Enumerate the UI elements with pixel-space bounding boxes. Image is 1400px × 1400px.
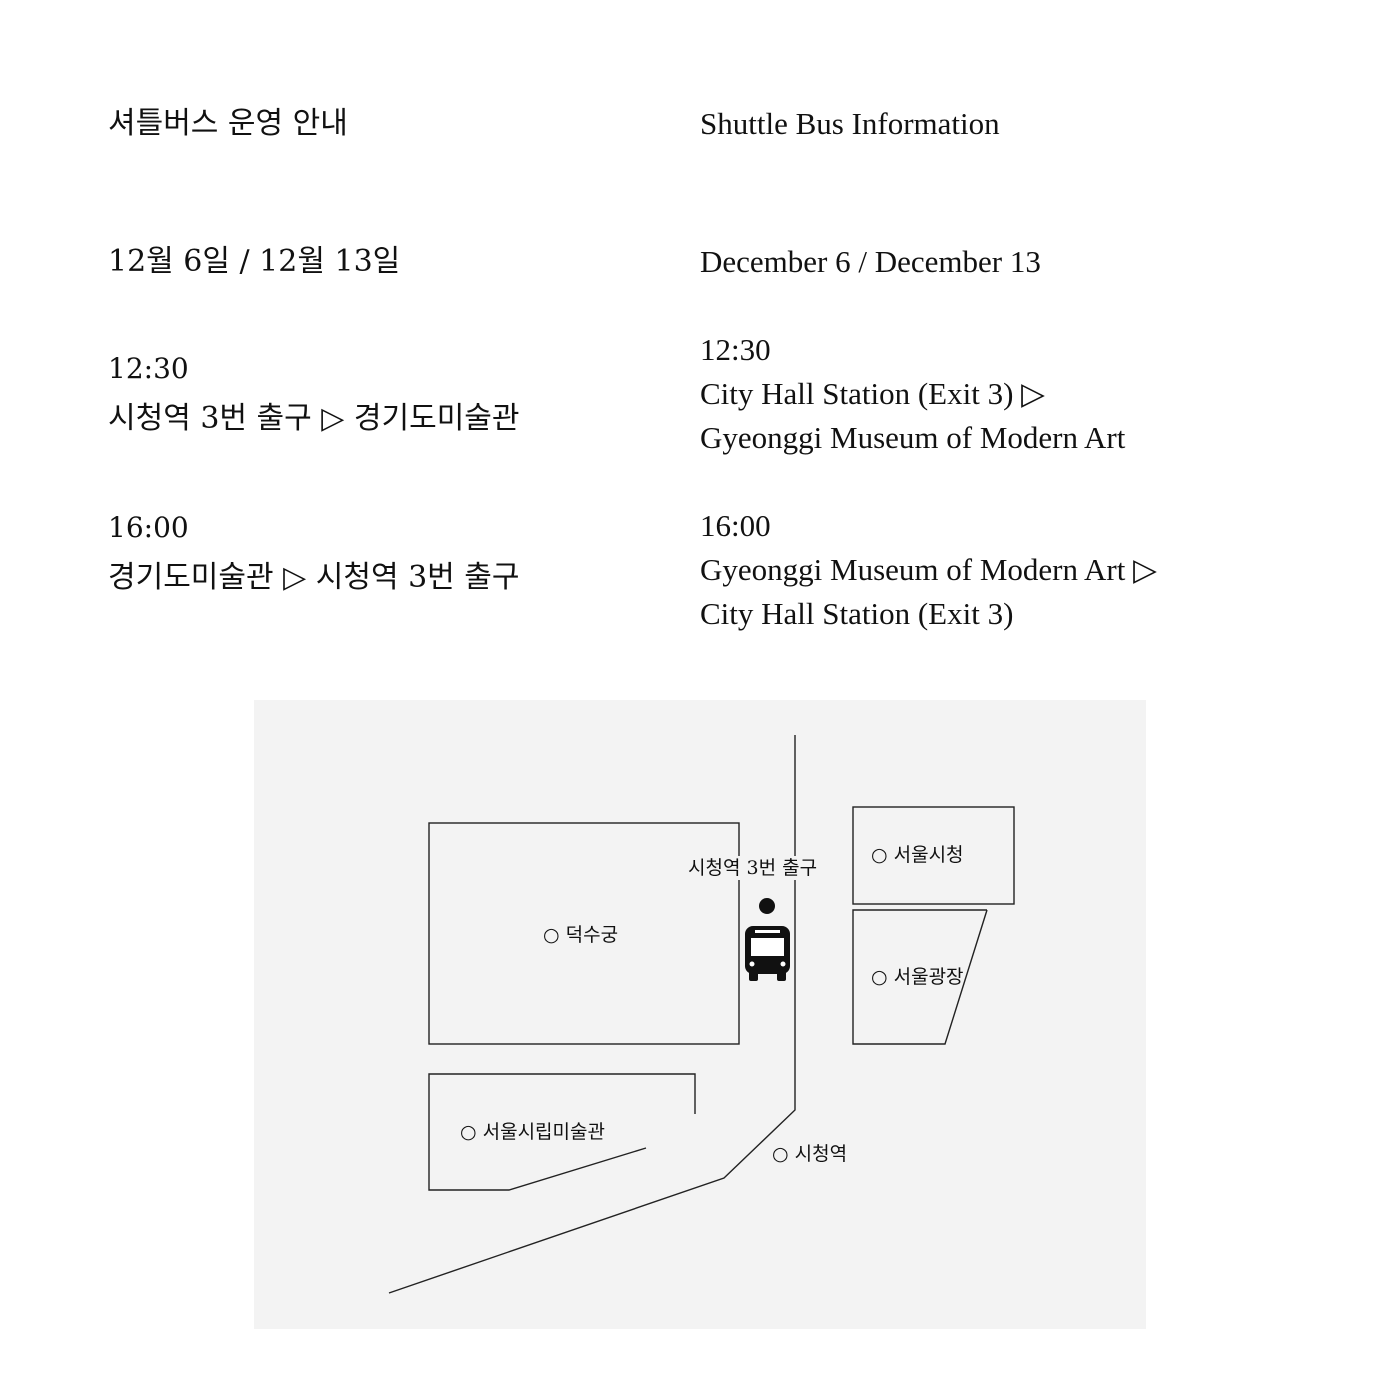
main-road	[388, 735, 796, 1294]
korean-trip2-route: 경기도미술관 ▷ 시청역 3번 출구	[108, 560, 520, 595]
sema-block	[428, 1073, 696, 1191]
place-seoul-plaza: ○ 서울광장	[871, 966, 964, 988]
english-dates: December 6 / December 13	[700, 244, 1041, 279]
city-hall-block	[852, 806, 1015, 905]
plaza-block	[852, 909, 988, 1045]
place-city-hall: ○ 서울시청	[871, 844, 964, 866]
english-trip1-line1: City Hall Station (Exit 3) ▷	[700, 376, 1046, 411]
korean-dates: 12월 6일 / 12월 13일	[108, 244, 401, 279]
korean-title: 셔틀버스 운영 안내	[108, 106, 348, 141]
deoksugung-block	[428, 822, 740, 1045]
bus-icon	[745, 926, 790, 981]
place-deoksugung: ○ 덕수궁	[543, 924, 619, 946]
english-title: Shuttle Bus Information	[700, 106, 1000, 141]
english-trip1-line2: Gyeonggi Museum of Modern Art	[700, 420, 1126, 455]
english-trip2-line1: Gyeonggi Museum of Modern Art ▷	[700, 552, 1157, 587]
map-lines	[388, 735, 1015, 1294]
place-city-hall-station: ○ 시청역	[772, 1143, 848, 1165]
shuttle-map: 시청역 3번 출구 ○ 덕수궁 ○ 서울시청 ○ 서울광장 ○ 서울시립미술관 …	[254, 700, 1146, 1329]
korean-trip1-route: 시청역 3번 출구 ▷ 경기도미술관	[108, 401, 520, 436]
english-trip2-time: 16:00	[700, 508, 771, 543]
english-trip2-line2: City Hall Station (Exit 3)	[700, 596, 1014, 631]
place-seoul-museum: ○ 서울시립미술관	[460, 1121, 605, 1143]
korean-trip2-time: 16:00	[108, 511, 189, 544]
stop-dot-icon	[759, 898, 775, 914]
stop-label: 시청역 3번 출구	[688, 856, 818, 880]
english-trip1-time: 12:30	[700, 332, 771, 367]
korean-trip1-time: 12:30	[108, 352, 189, 385]
